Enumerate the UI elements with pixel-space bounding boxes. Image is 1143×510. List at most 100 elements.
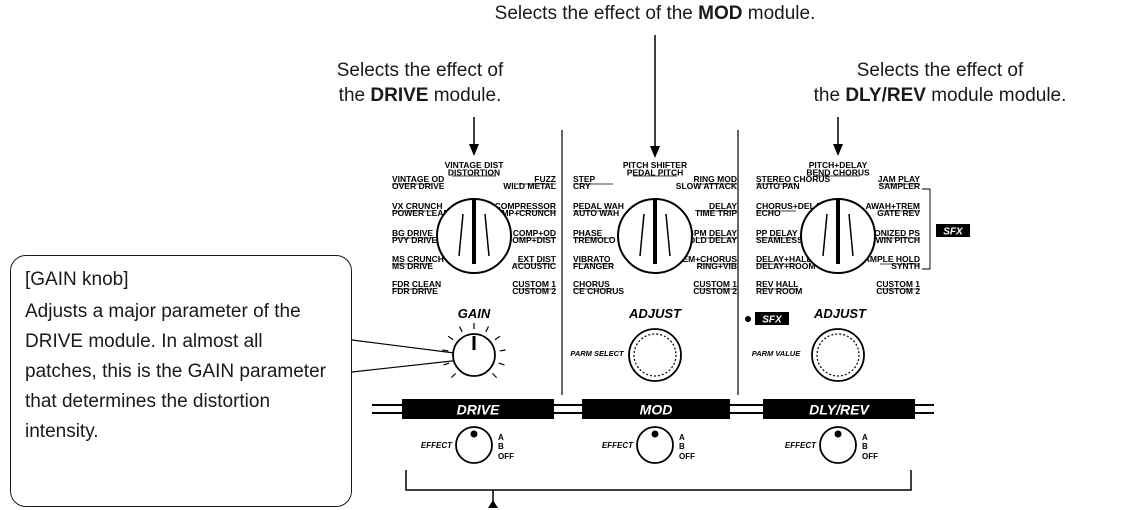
- dlyrev-left-label: AUTO PAN: [756, 181, 800, 191]
- dlyrev-right-label: AWAH+TREM: [865, 201, 920, 211]
- dlyrev-right-label: SAMPLE HOLD: [858, 254, 920, 264]
- mod-top-label: PEDAL PITCH: [627, 168, 684, 178]
- mod-right-label: RING+VIB: [697, 261, 737, 271]
- dlyrev-right-label: SAMPLER: [878, 181, 920, 191]
- drive-right-label: FUZZ: [534, 174, 556, 184]
- drive-right-label: CUSTOM 1: [512, 279, 556, 289]
- drive-right-label: COMP+DIST: [506, 235, 557, 245]
- mod-left-label: PEDAL WAH: [573, 201, 624, 211]
- effect-label: EFFECT: [785, 441, 817, 450]
- drive-bar-label: DRIVE: [457, 402, 500, 418]
- switch-a-label: A: [679, 433, 685, 442]
- sfx-badge-right: SFX: [936, 224, 970, 238]
- drive-left-label: POWER LEAD: [392, 208, 450, 218]
- mod-left-label: AUTO WAH: [573, 208, 619, 218]
- dlyrev-right-label: GATE REV: [877, 208, 920, 218]
- svg-text:SFX: SFX: [943, 227, 964, 238]
- adjust-knob-title-dlyrev: ADJUST: [813, 306, 867, 321]
- drive-left-label: VX CRUNCH: [392, 201, 443, 211]
- dlyrev-left-label: ECHO: [756, 208, 781, 218]
- drive-left-label: FDR DRIVE: [392, 286, 438, 296]
- gain-callout-description: Adjusts a major parameter of the DRIVE m…: [25, 301, 326, 442]
- dlyrev-top-label: PITCH+DELAY: [809, 160, 868, 170]
- mod-right-label: DELAY: [709, 201, 737, 211]
- switch-a-label: A: [498, 433, 504, 442]
- drive-callout: Selects the effect of the DRIVE module.: [336, 60, 504, 106]
- dlyrev-right-label: CUSTOM 2: [876, 286, 920, 296]
- mod-left-label: PHASE: [573, 228, 603, 238]
- adjust-knob-mod[interactable]: [628, 328, 682, 382]
- mod-callout: Selects the effect of the MOD module.: [494, 3, 816, 24]
- adjust-knob-title-mod: ADJUST: [628, 306, 682, 321]
- mod-left-label: CHORUS: [573, 279, 610, 289]
- dlyrev-left-label: DELAY+ROOM: [756, 261, 815, 271]
- drive-left-label: FDR CLEAN: [392, 279, 441, 289]
- drive-right-label: COMPRESSOR: [495, 201, 556, 211]
- parm-value-label: PARM VALUE: [752, 349, 801, 358]
- adjust-knob-dlyrev[interactable]: [811, 328, 865, 382]
- mod-right-label: TIME TRIP: [695, 208, 737, 218]
- effect-label: EFFECT: [602, 441, 634, 450]
- dlyrev-left-label: PP DELAY: [756, 228, 798, 238]
- module-bars: DRIVE MOD DLY/REV: [372, 399, 934, 419]
- mod-selector-knob[interactable]: [617, 198, 693, 274]
- bottom-bracket: [405, 470, 912, 508]
- switch-off-label: OFF: [862, 452, 878, 461]
- drive-top-label: DISTORTION: [448, 168, 500, 178]
- drive-right-label: EXT DIST: [518, 254, 557, 264]
- switch-b-label: B: [679, 442, 685, 451]
- drive-selector-knob[interactable]: [436, 198, 512, 274]
- dlyrev-left-label: DELAY+HALL: [756, 254, 812, 264]
- dlyrev-right-label: CUSTOM 1: [876, 279, 920, 289]
- effect-label: EFFECT: [421, 441, 453, 450]
- gain-knob-ticks: [442, 323, 506, 379]
- gain-knob[interactable]: [452, 333, 496, 377]
- mod-right-label: RING MOD: [694, 174, 737, 184]
- drive-right-label: COMP+CRUNCH: [489, 208, 556, 218]
- switch-a-label: A: [862, 433, 868, 442]
- dlyrev-left-label: SEAMLESS DLY: [756, 235, 822, 245]
- drive-right-label: CUSTOM 2: [512, 286, 556, 296]
- gain-leader: [351, 339, 471, 373]
- drive-left-label: MS CRUNCH: [392, 254, 444, 264]
- dlyrev-selector-knob[interactable]: [800, 198, 876, 274]
- mod-right-label: HOLD DELAY: [683, 235, 738, 245]
- mod-right-label: TREM+CHORUS: [671, 254, 737, 264]
- dlyrev-left-label: CHORUS+DELAY: [756, 201, 826, 211]
- dlyrev-right-label: TWIN PITCH: [870, 235, 920, 245]
- dlyrev-left-label: REV HALL: [756, 279, 799, 289]
- drive-top-label: VINTAGE DIST: [445, 160, 505, 170]
- gain-knob-callout: [GAIN knob] Adjusts a major parameter of…: [10, 255, 352, 507]
- dlyrev-bar-label: DLY/REV: [809, 402, 870, 418]
- dlyrev-right-label: HARMONIZED PS: [849, 228, 921, 238]
- mod-left-label: FLANGER: [573, 261, 614, 271]
- drive-left-label: OVER DRIVE: [392, 181, 445, 191]
- mod-bar-label: MOD: [640, 402, 673, 418]
- switch-off-label: OFF: [679, 452, 695, 461]
- dlyrev-left-label: REV ROOM: [756, 286, 802, 296]
- dlyrev-top-label: BEND CHORUS: [806, 168, 870, 178]
- mod-left-label: CE CHORUS: [573, 286, 624, 296]
- drive-left-label: PVY DRIVE: [392, 235, 438, 245]
- mod-right-label: BPM DELAY: [688, 228, 738, 238]
- mod-top-label: PITCH SHIFTER: [623, 160, 687, 170]
- svg-text:SFX: SFX: [762, 315, 783, 326]
- callout-arrows: [469, 35, 843, 158]
- gain-callout-title: [GAIN knob]: [25, 269, 129, 290]
- dlyrev-left-label: STEREO CHORUS: [756, 174, 830, 184]
- dlyrev-callout: Selects the effect of the DLY/REV module…: [813, 60, 1067, 106]
- mod-left-label: STEP: [573, 174, 596, 184]
- mod-right-label: CUSTOM 1: [693, 279, 737, 289]
- mod-right-label: SLOW ATTACK: [676, 181, 738, 191]
- drive-left-label: VINTAGE OD: [392, 174, 444, 184]
- mod-left-label: TREMOLO: [573, 235, 616, 245]
- dlyrev-right-label: JAM PLAY: [878, 174, 921, 184]
- mod-right-label: CUSTOM 2: [693, 286, 737, 296]
- dlyrev-right-label: SYNTH: [891, 261, 920, 271]
